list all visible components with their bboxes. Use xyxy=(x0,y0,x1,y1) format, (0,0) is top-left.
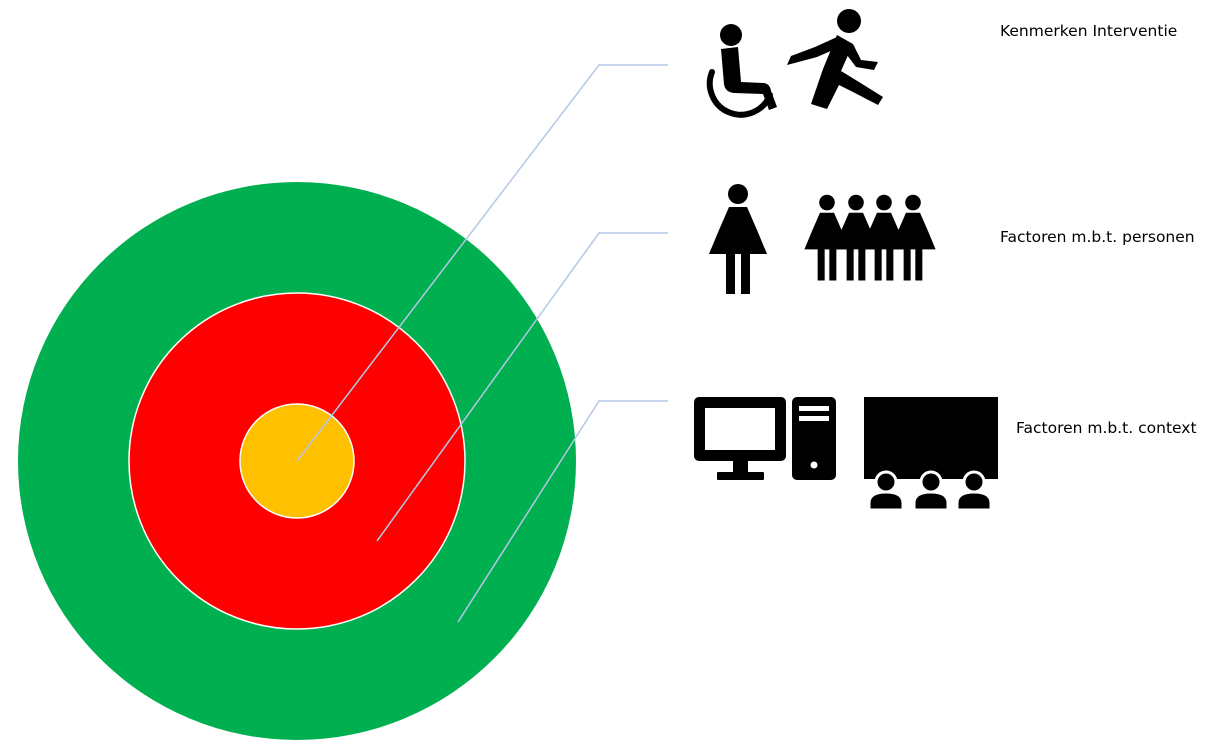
connector-line-context xyxy=(457,400,668,623)
presentation-audience-icon xyxy=(864,397,998,512)
label-factoren-context: Factoren m.b.t. context xyxy=(1016,419,1197,437)
connector-line-intervention xyxy=(296,64,668,462)
wheelchair-user-icon xyxy=(706,24,777,118)
label-factoren-personen: Factoren m.b.t. personen xyxy=(1000,228,1195,246)
label-kenmerken-interventie: Kenmerken Interventie xyxy=(1000,22,1178,40)
desktop-computer-icon xyxy=(694,397,836,480)
woman-icon xyxy=(709,184,767,294)
running-person-icon xyxy=(787,9,883,109)
group-of-people-icon xyxy=(804,194,936,281)
connector-line-persons xyxy=(376,232,668,542)
